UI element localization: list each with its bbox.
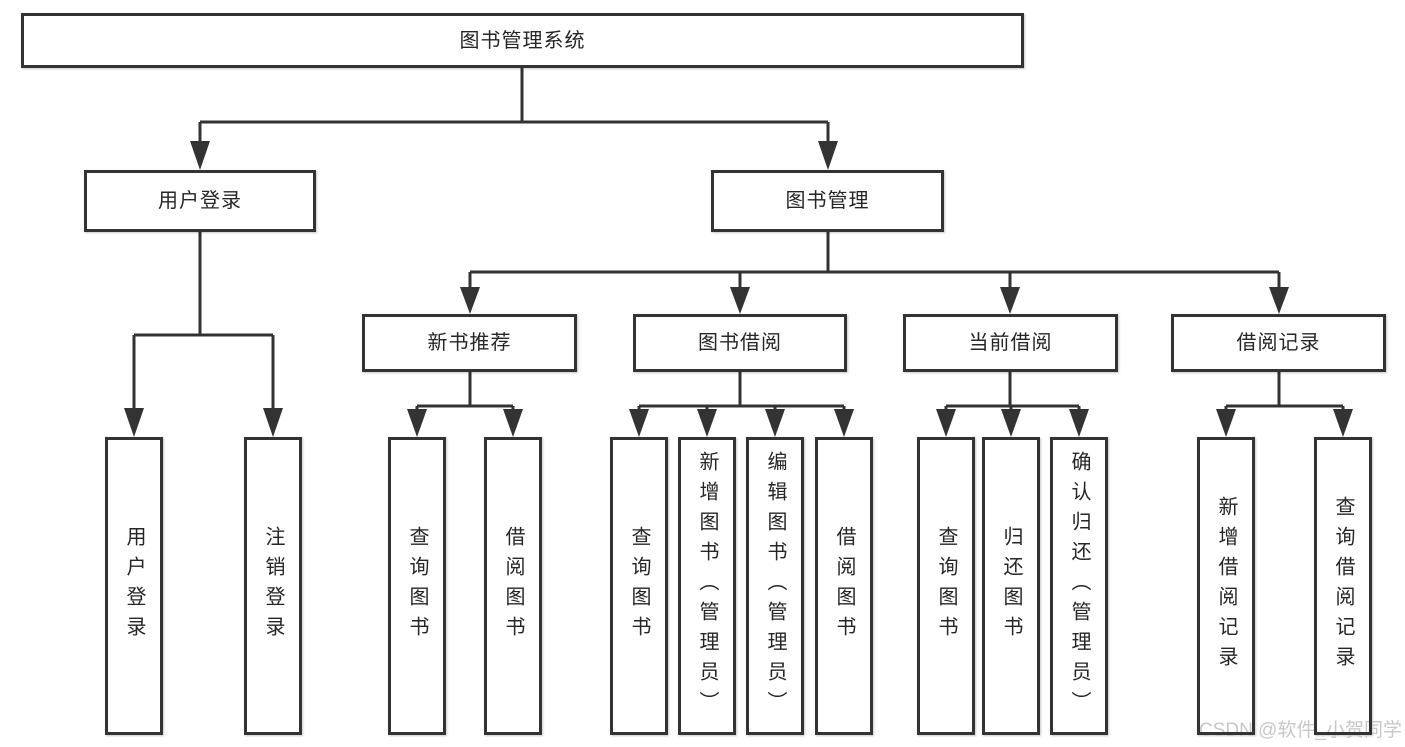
leaf-query-books-1-label: 查询图书: [406, 526, 428, 646]
leaf-logout-label: 注销登录: [262, 526, 284, 646]
node-current-borrowing: 当前借阅: [903, 314, 1118, 372]
leaf-edit-books-admin-label: 编辑图书（管理员）: [764, 451, 786, 721]
leaf-logout: 注销登录: [244, 437, 302, 735]
node-library-management-system: 图书管理系统: [21, 13, 1024, 68]
leaf-user-login-label: 用户登录: [123, 526, 145, 646]
csdn-watermark: CSDN @软件_小贺同学: [1199, 720, 1402, 742]
leaf-query-borrow-record: 查询借阅记录: [1314, 437, 1372, 735]
leaf-add-borrow-record: 新增借阅记录: [1197, 437, 1255, 735]
leaf-borrow-books-2-label: 借阅图书: [833, 526, 855, 646]
leaf-confirm-return-admin: 确认归还（管理员）: [1050, 437, 1108, 735]
leaf-edit-books-admin: 编辑图书（管理员）: [746, 437, 804, 735]
connector-book-borrowing-to-leaves: [629, 372, 854, 437]
node-book-management: 图书管理: [711, 170, 944, 232]
node-book-borrowing: 图书借阅: [633, 314, 847, 372]
node-user-login: 用户登录: [84, 170, 316, 232]
connector-current-borrowing-to-leaves: [936, 372, 1089, 437]
connector-root-to-level2: [190, 68, 838, 170]
leaf-return-books: 归还图书: [982, 437, 1040, 735]
connector-user-login-to-leaves: [124, 232, 283, 437]
leaf-borrow-books-1-label: 借阅图书: [502, 526, 524, 646]
connector-book-management-to-groups: [460, 232, 1289, 314]
node-borrowing-records: 借阅记录: [1171, 314, 1386, 372]
leaf-add-books-admin-label: 新增图书（管理员）: [696, 451, 718, 721]
leaf-borrow-books-1: 借阅图书: [484, 437, 542, 735]
connector-borrowing-records-to-leaves: [1216, 372, 1353, 437]
connector-new-books-to-leaves: [407, 372, 523, 437]
leaf-add-borrow-record-label: 新增借阅记录: [1215, 496, 1237, 676]
node-new-book-recommendation: 新书推荐: [362, 314, 577, 372]
leaf-confirm-return-admin-label: 确认归还（管理员）: [1068, 451, 1090, 721]
leaf-query-books-2-label: 查询图书: [628, 526, 650, 646]
leaf-user-login: 用户登录: [105, 437, 163, 735]
leaf-add-books-admin: 新增图书（管理员）: [678, 437, 736, 735]
leaf-query-books-2: 查询图书: [610, 437, 668, 735]
leaf-return-books-label: 归还图书: [1000, 526, 1022, 646]
leaf-query-books-3: 查询图书: [917, 437, 975, 735]
leaf-query-books-3-label: 查询图书: [935, 526, 957, 646]
leaf-borrow-books-2: 借阅图书: [815, 437, 873, 735]
leaf-query-books-1: 查询图书: [388, 437, 446, 735]
leaf-query-borrow-record-label: 查询借阅记录: [1332, 496, 1354, 676]
